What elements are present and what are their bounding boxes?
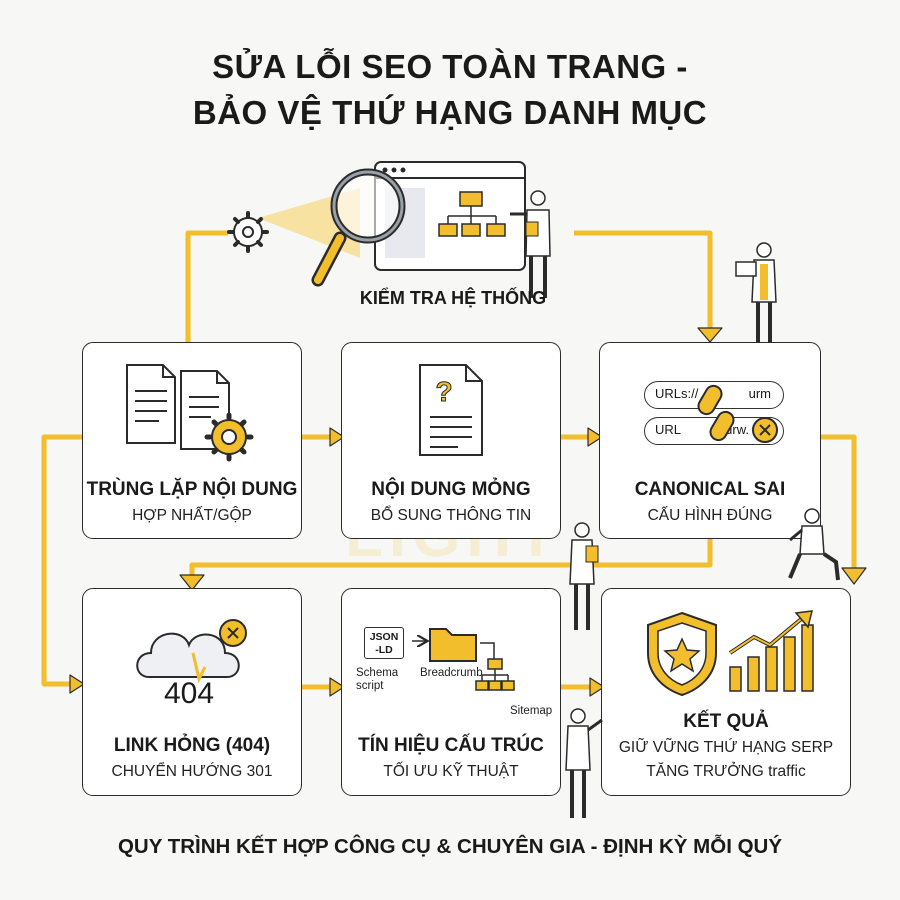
card-title: CANONICAL SAI bbox=[634, 479, 786, 500]
card-subtitle: CẤU HÌNH ĐÚNG bbox=[647, 507, 773, 524]
arrowhead bbox=[841, 567, 867, 585]
arrow-audit-to-c3 bbox=[574, 230, 713, 330]
shield-star-icon bbox=[647, 611, 717, 697]
card-title: LINK HỎNG (404) bbox=[113, 735, 271, 756]
card-title: TÍN HIỆU CẤU TRÚC bbox=[358, 735, 544, 756]
card-subtitle: TỐI ƯU KỸ THUẬT bbox=[383, 763, 519, 780]
json-ld-icon: JSON -LD bbox=[364, 627, 404, 659]
audit-label: KIỂM TRA HỆ THỐNG bbox=[359, 288, 547, 308]
card-subtitle: BỔ SUNG THÔNG TIN bbox=[370, 507, 532, 524]
card-canonical: URLs:// urm URL urw. CANONICAL SAI CẤU H… bbox=[599, 342, 821, 539]
card-title: KẾT QUẢ bbox=[683, 711, 769, 732]
card-thin-content: ? NỘI DUNG MỎNG BỔ SUNG THÔNG TIN bbox=[341, 342, 561, 539]
person-icon bbox=[510, 190, 551, 298]
broken-chain-icon bbox=[697, 384, 735, 442]
arrow-c3-to-c6 bbox=[821, 434, 857, 572]
magnifier-icon bbox=[311, 168, 406, 287]
url-text: URL bbox=[655, 422, 682, 437]
arrowhead bbox=[179, 574, 205, 591]
person-kneeling-icon bbox=[788, 508, 840, 581]
card-title: NỘI DUNG MỎNG bbox=[371, 479, 531, 500]
arrowhead bbox=[329, 427, 345, 447]
url-end-text: urm bbox=[748, 386, 771, 401]
card-structured-signals: JSON -LD Schema script Breadcrumb Sitema… bbox=[341, 588, 561, 796]
card-duplicate-content: TRÙNG LẶP NỘI DUNG HỢP NHẤT/GỘP bbox=[82, 342, 302, 539]
page-title-line-2: BẢO VỆ THỨ HẠNG DANH MỤC bbox=[192, 94, 708, 131]
schema-label: Schema script bbox=[356, 667, 399, 692]
gear-icon bbox=[227, 211, 269, 253]
arrowhead bbox=[587, 427, 603, 447]
arrowhead bbox=[329, 677, 345, 697]
duplicate-documents-icon bbox=[126, 364, 254, 462]
error-code: 404 bbox=[164, 677, 215, 710]
gear-icon bbox=[204, 412, 254, 462]
question-document-icon: ? bbox=[419, 364, 483, 456]
arrow-c3-to-c4 bbox=[189, 539, 713, 578]
card-broken-link: 404 LINK HỎNG (404) CHUYỂN HƯỚNG 301 bbox=[82, 588, 302, 796]
arrowhead bbox=[697, 327, 723, 343]
person-clipboard-icon bbox=[569, 522, 599, 630]
audit-illustration bbox=[227, 161, 551, 298]
page-title-line-1: SỬA LỖI SEO TOÀN TRANG - bbox=[212, 48, 688, 85]
footer-caption: QUY TRÌNH KẾT HỢP CÔNG CỤ & CHUYÊN GIA -… bbox=[117, 835, 783, 858]
card-result: KẾT QUẢ GIỮ VỮNG THỨ HẠNG SERP TĂNG TRƯỞ… bbox=[601, 588, 851, 796]
svg-text:?: ? bbox=[435, 376, 452, 407]
person-laptop-icon bbox=[735, 242, 777, 342]
card-subtitle-line-1: GIỮ VỮNG THỨ HẠNG SERP bbox=[618, 739, 834, 756]
url-text: URLs:// bbox=[655, 386, 699, 401]
card-subtitle: CHUYỂN HƯỚNG 301 bbox=[111, 763, 273, 780]
sitemap-label: Sitemap bbox=[510, 705, 553, 717]
breadcrumb-label: Breadcrumb bbox=[420, 667, 483, 679]
arrowhead bbox=[589, 677, 605, 697]
arrow-audit-to-c1 bbox=[185, 230, 228, 342]
folder-icon bbox=[412, 628, 515, 691]
card-subtitle-line-2: TĂNG TRƯỞNG traffic bbox=[646, 763, 806, 780]
cloud-error-icon bbox=[136, 619, 247, 684]
card-subtitle: HỢP NHẤT/GỘP bbox=[132, 507, 252, 524]
growth-chart-icon bbox=[728, 610, 814, 692]
person-pointing-icon bbox=[565, 708, 603, 818]
card-title: TRÙNG LẶP NỘI DUNG bbox=[86, 479, 298, 500]
x-circle-icon bbox=[752, 417, 778, 443]
arrowhead bbox=[69, 674, 85, 694]
arrow-left-loop bbox=[41, 434, 82, 687]
